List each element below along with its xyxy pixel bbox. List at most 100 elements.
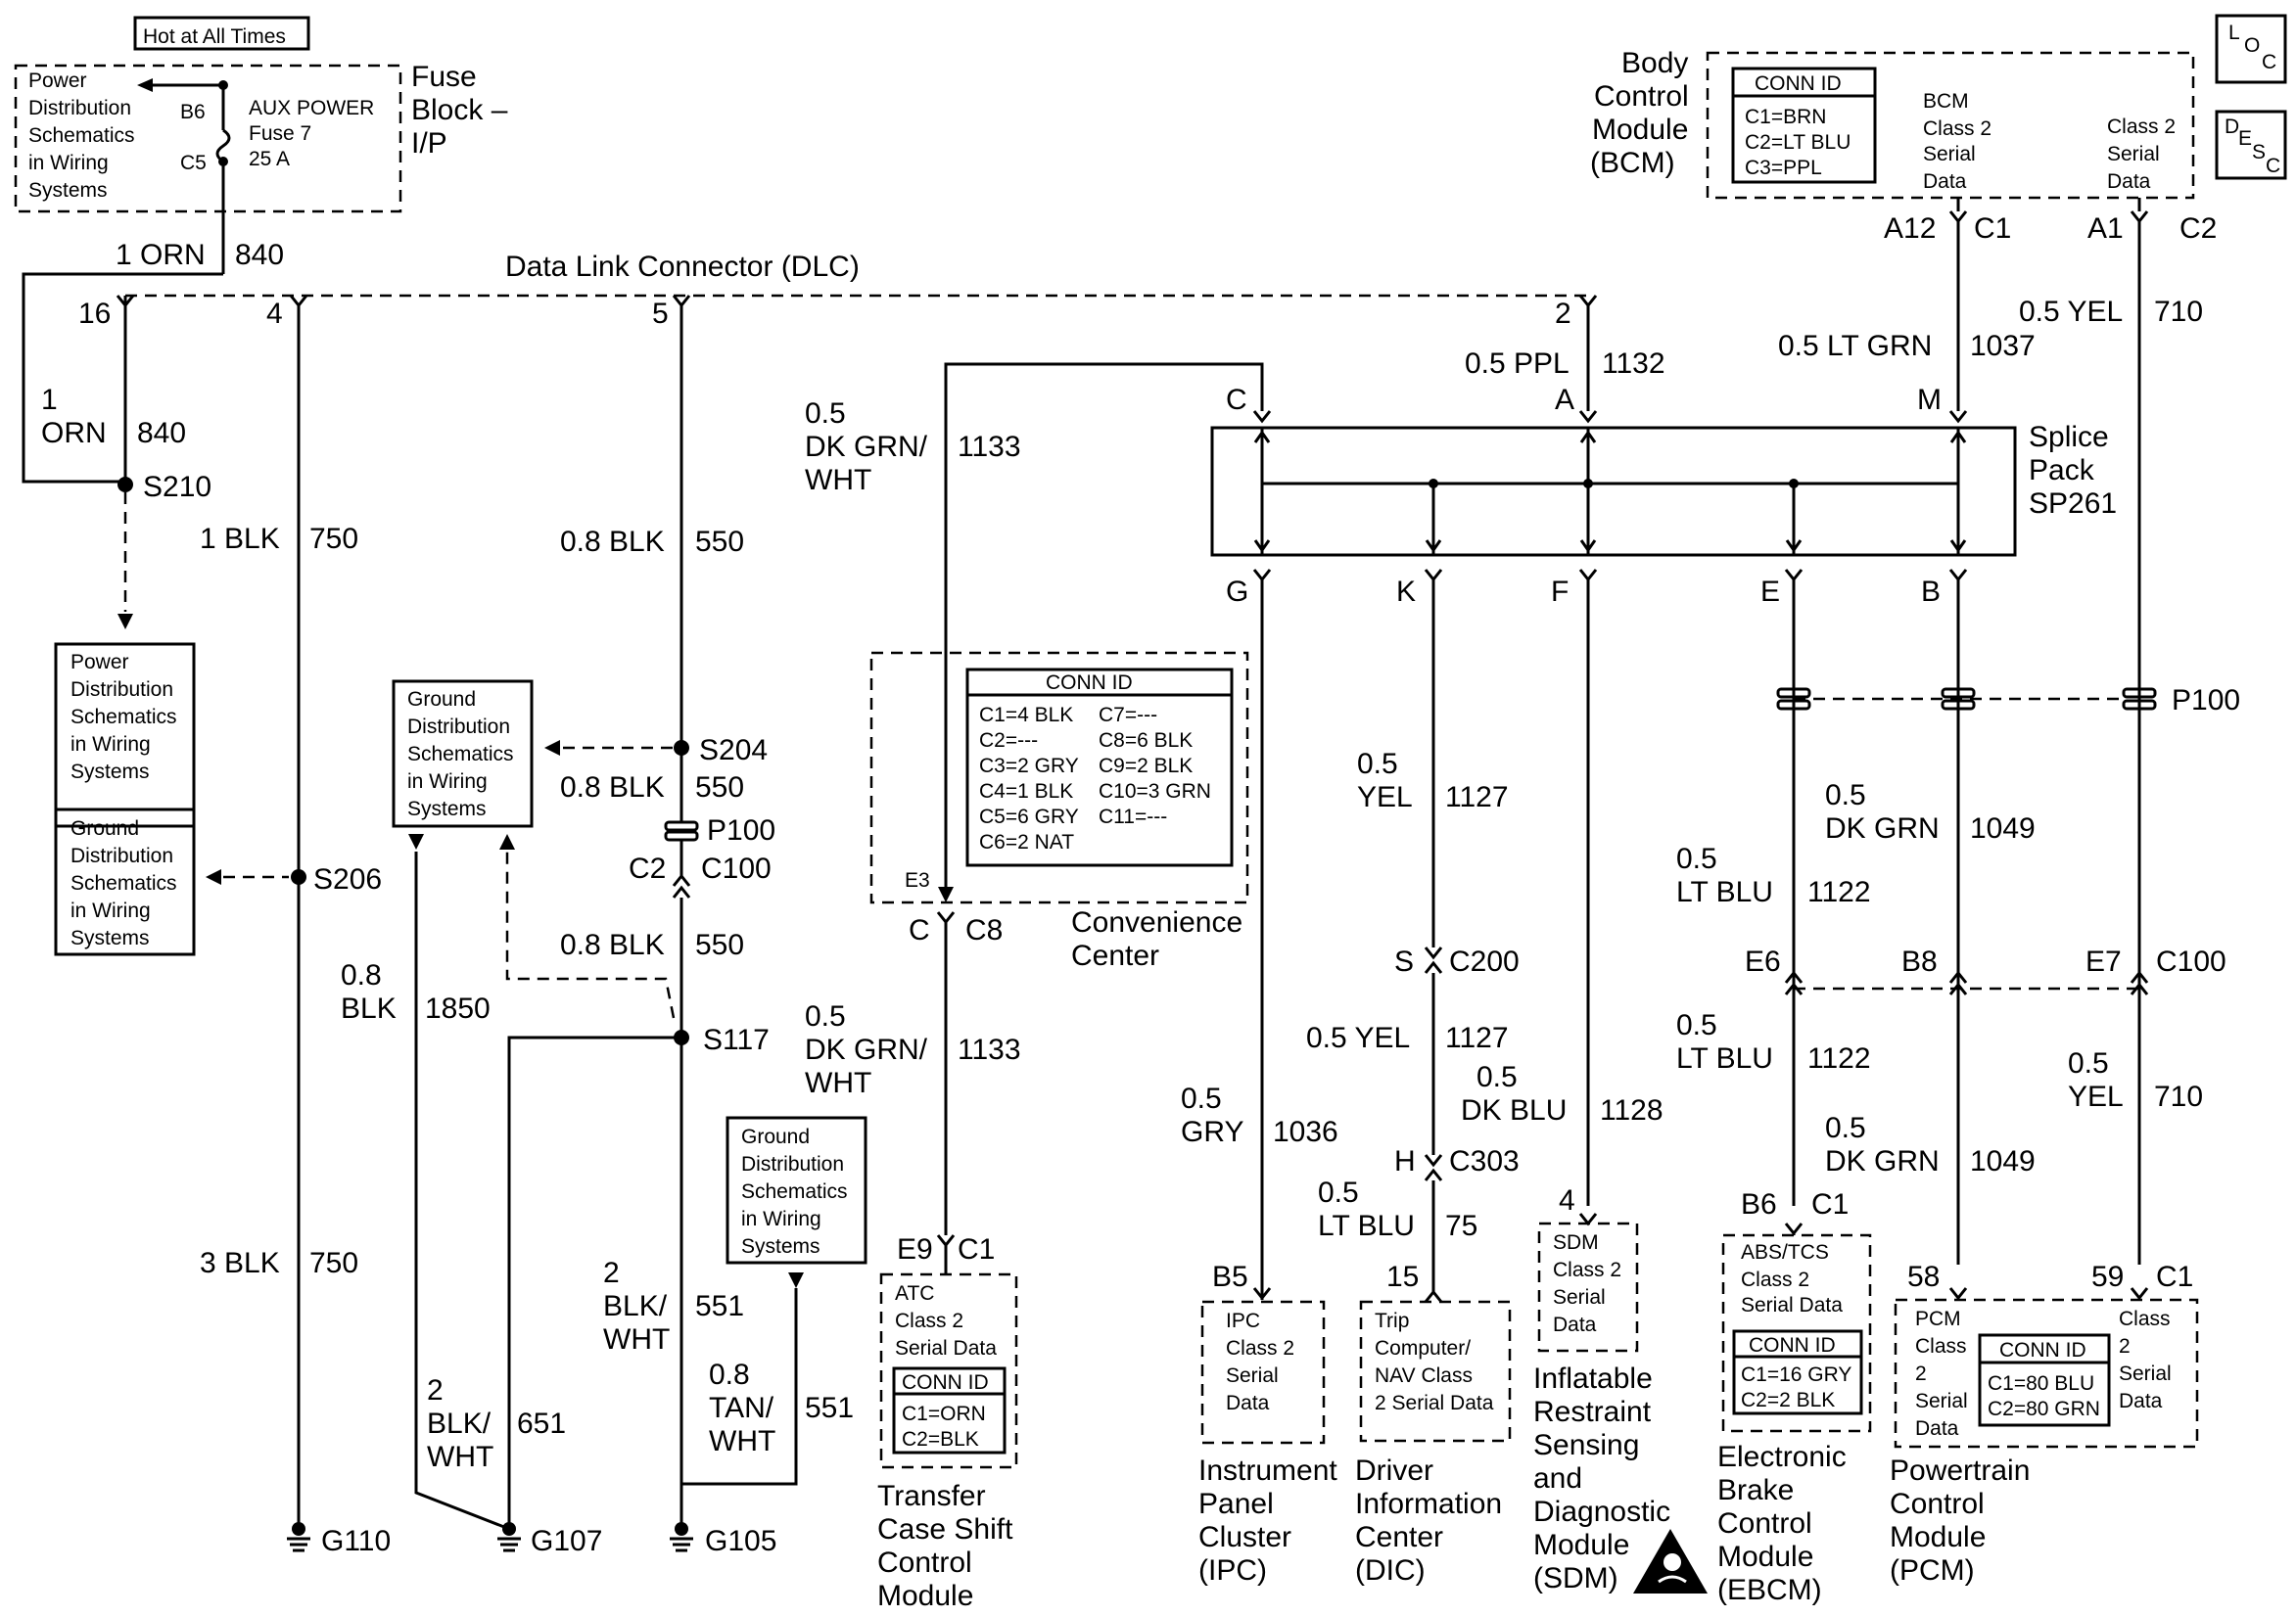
dlc-pin-4: 4 <box>266 298 283 330</box>
pcm-module-box <box>1894 1298 2199 1449</box>
wire-550b-circuit: 550 <box>695 771 744 804</box>
dlc-pin-2: 2 <box>1555 298 1571 330</box>
sp-pin-k: K <box>1396 576 1416 608</box>
bcm-conn-rows: C1=BRN C2=LT BLU C3=PPL <box>1745 106 1856 179</box>
sdm-4: 4 <box>1559 1184 1575 1217</box>
wire-1036-circuit: 1036 <box>1273 1116 1338 1148</box>
wire-551a-label: 2 BLK/ WHT <box>603 1257 675 1356</box>
wire-1122a-circuit: 1122 <box>1807 876 1871 908</box>
wire-550c-circuit: 550 <box>695 929 744 961</box>
wire-551a-circuit: 551 <box>695 1290 744 1322</box>
ground-g107: G107 <box>497 1522 602 1557</box>
desc-text: D E S C <box>2225 116 2280 177</box>
sp-pin-m: M <box>1917 384 1942 416</box>
wire-750-gauge: 1 BLK <box>200 523 280 555</box>
ebcm-box-text: ABS/TCS Class 2 Serial Data <box>1741 1241 1843 1317</box>
dic-module-box <box>1359 1300 1512 1443</box>
sp-pin-a: A <box>1555 384 1574 416</box>
bcm-a12: A12 <box>1884 212 1936 245</box>
sp-pin-c: C <box>1226 384 1247 416</box>
wire-651-label: 2 BLK/ WHT <box>427 1374 498 1473</box>
p100-label-right: P100 <box>2172 684 2240 716</box>
splice-pack-arrows <box>1253 428 1967 555</box>
wire-1127a-circuit: 1127 <box>1445 781 1509 813</box>
conn-c100-right: C100 <box>2156 946 2226 978</box>
wire-840b-circuit: 840 <box>137 417 186 449</box>
splice-pack-sp261 <box>1210 426 2017 557</box>
atc-e9: E9 <box>897 1233 933 1266</box>
wire-1127b-label: 0.5 YEL 1127 <box>1306 1022 1509 1054</box>
wire-550c-gauge: 0.8 BLK <box>560 929 665 961</box>
atc-box-text: ATC Class 2 Serial Data <box>895 1282 997 1360</box>
conv-conn-title: CONN ID <box>1046 671 1133 694</box>
wire-1036-label: 0.5 GRY <box>1181 1083 1243 1148</box>
wire-1133b-circuit: 1133 <box>958 1034 1021 1066</box>
ground-dist-box-3-text: Ground Distribution Schematics in Wiring… <box>741 1126 853 1258</box>
ground-dist-box-2-text: Ground Distribution Schematics in Wiring… <box>407 688 519 820</box>
dic-conn-c200: C200 <box>1449 946 1520 978</box>
conn-e6: E6 <box>1745 946 1781 978</box>
ground-dist-box-1-text: Ground Distribution Schematics in Wiring… <box>70 817 182 949</box>
conv-c8: C8 <box>965 914 1003 947</box>
dic-box-text: Trip Computer/ NAV Class 2 Serial Data <box>1375 1310 1494 1414</box>
wire-75-circuit: 75 <box>1445 1210 1477 1242</box>
ground-dist-box-1 <box>54 808 196 956</box>
sdm-module-name: Inflatable Restraint Sensing and Diagnos… <box>1533 1363 1678 1594</box>
wire-1037-label: 0.5 LT GRN 1037 <box>1778 330 2036 362</box>
pcm-59: 59 <box>2091 1261 2124 1293</box>
wire-1049b-circuit: 1049 <box>1970 1145 2036 1178</box>
splice-s117: S117 <box>703 1024 770 1056</box>
wire-710a-label: 0.5 YEL 710 <box>2019 296 2203 328</box>
hot-at-all-times-label: Hot at All Times <box>143 25 286 48</box>
ebcm-conn-title: CONN ID <box>1749 1334 1836 1357</box>
power-dist-box <box>54 642 196 828</box>
sdm-box-text: SDM Class 2 Serial Data <box>1553 1231 1627 1336</box>
fuse-block: Hot at All Times Power Distribution Sche… <box>14 16 516 274</box>
aux-power-text: AUX POWER Fuse 7 25 A <box>249 97 380 170</box>
conv-conn-left: C1=4 BLK C2=--- C3=2 GRY C4=1 BLK C5=6 G… <box>979 704 1084 854</box>
dic-conn-c303: C303 <box>1449 1145 1520 1178</box>
pcm-c1: C1 <box>2156 1261 2193 1293</box>
ground-g105: G105 <box>670 1522 776 1557</box>
atc-module-name: Transfer Case Shift Control Module <box>877 1480 1021 1612</box>
atc-c1: C1 <box>958 1233 995 1266</box>
splice-s206: S206 <box>313 863 382 896</box>
p100-right: P100 <box>1776 684 2240 716</box>
pcm-58: 58 <box>1907 1261 1940 1293</box>
ebcm-module-box <box>1721 1233 1872 1433</box>
dlc-pins: 16 4 5 2 <box>78 295 1598 330</box>
wire-750b-circuit: 750 <box>309 1247 358 1279</box>
wire-550a-circuit: 550 <box>695 526 744 558</box>
wire-1127a-label: 0.5 YEL <box>1357 748 1413 813</box>
ebcm-c1: C1 <box>1811 1188 1849 1221</box>
loc-text: L O C <box>2228 22 2276 73</box>
bcm-c1: C1 <box>1974 212 2011 245</box>
conn-c2: C2 <box>629 853 666 885</box>
wire-550b-gauge: 0.8 BLK <box>560 771 665 804</box>
pin-c5: C5 <box>180 152 207 174</box>
sp-pin-b: B <box>1921 576 1941 608</box>
wire-840b-label: 1 ORN <box>41 384 107 449</box>
bcm-data1: BCM Class 2 Serial Data <box>1923 90 1997 193</box>
ground-g105-label: G105 <box>705 1525 776 1557</box>
conv-conn-right: C7=--- C8=6 BLK C9=2 BLK C10=3 GRN C11=-… <box>1099 704 1217 828</box>
conn-c100-left: C100 <box>701 853 772 885</box>
ebcm-b6: B6 <box>1741 1188 1777 1221</box>
convenience-center-box <box>869 651 1249 904</box>
ipc-module-box <box>1200 1300 1326 1445</box>
bcm-conn-title: CONN ID <box>1755 72 1842 95</box>
sdm-module-box <box>1537 1222 1639 1353</box>
ipc-b5: B5 <box>1212 1261 1248 1293</box>
bcm-data2: Class 2 Serial Data <box>2107 116 2181 193</box>
pcm-conn-rows: C1=80 BLU C2=80 GRN <box>1988 1372 2100 1420</box>
ipc-module-name: Instrument Panel Cluster (IPC) <box>1198 1455 1345 1587</box>
p100-label-left: P100 <box>707 814 775 847</box>
wire-1128-label: 0.5 DK BLU <box>1461 1061 1567 1127</box>
dic-conn-s: S <box>1394 946 1414 978</box>
airbag-warning-icon <box>1633 1529 1708 1594</box>
fuse-block-label: Fuse Block – I/P <box>411 61 516 160</box>
sp-pin-e: E <box>1760 576 1780 608</box>
conn-b8: B8 <box>1901 946 1938 978</box>
wire-1049a-label: 0.5 DK GRN <box>1825 779 1940 845</box>
